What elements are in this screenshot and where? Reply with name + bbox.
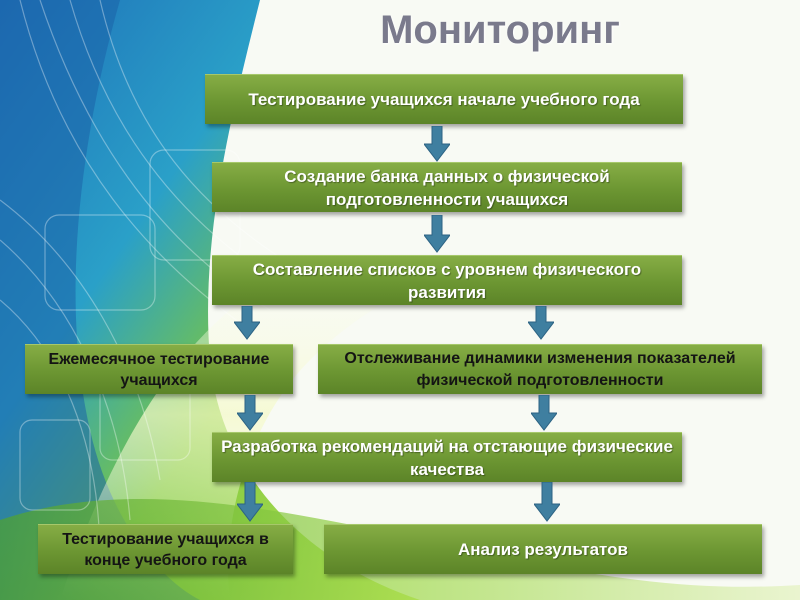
step-database-creation: Создание банка данных о физической подго…	[212, 162, 682, 212]
step-results-analysis-label: Анализ результатов	[458, 540, 628, 559]
step-monthly-testing: Ежемесячное тестирование учащихся	[25, 344, 293, 394]
step-monthly-testing-label: Ежемесячное тестирование учащихся	[48, 350, 270, 389]
step-recommendations-label: Разработка рекомендаций на отстающие физ…	[221, 436, 673, 479]
step-final-testing-label: Тестирование учащихся в конце учебного г…	[62, 530, 269, 569]
step-initial-testing: Тестирование учащихся начале учебного го…	[205, 74, 683, 124]
step-lists-compilation-label: Составление списков с уровнем физическог…	[252, 259, 642, 302]
step-dynamics-tracking: Отслеживание динамики изменения показате…	[318, 344, 762, 394]
arrow-down-icon	[424, 126, 450, 162]
arrow-down-icon	[534, 482, 560, 522]
step-initial-testing-label: Тестирование учащихся начале учебного го…	[248, 90, 640, 109]
step-final-testing: Тестирование учащихся в конце учебного г…	[38, 524, 293, 574]
page-title: Мониторинг	[380, 8, 620, 52]
arrow-down-icon	[237, 395, 263, 431]
arrow-down-icon	[237, 482, 263, 522]
step-database-creation-label: Создание банка данных о физической подго…	[284, 166, 610, 209]
step-results-analysis: Анализ результатов	[324, 524, 762, 574]
step-dynamics-tracking-label: Отслеживание динамики изменения показате…	[344, 349, 736, 389]
arrow-down-icon	[424, 215, 450, 253]
arrow-down-icon	[531, 395, 557, 431]
arrow-down-icon	[234, 306, 260, 340]
arrow-down-icon	[528, 306, 554, 340]
step-lists-compilation: Составление списков с уровнем физическог…	[212, 255, 682, 305]
step-recommendations: Разработка рекомендаций на отстающие физ…	[212, 432, 682, 482]
